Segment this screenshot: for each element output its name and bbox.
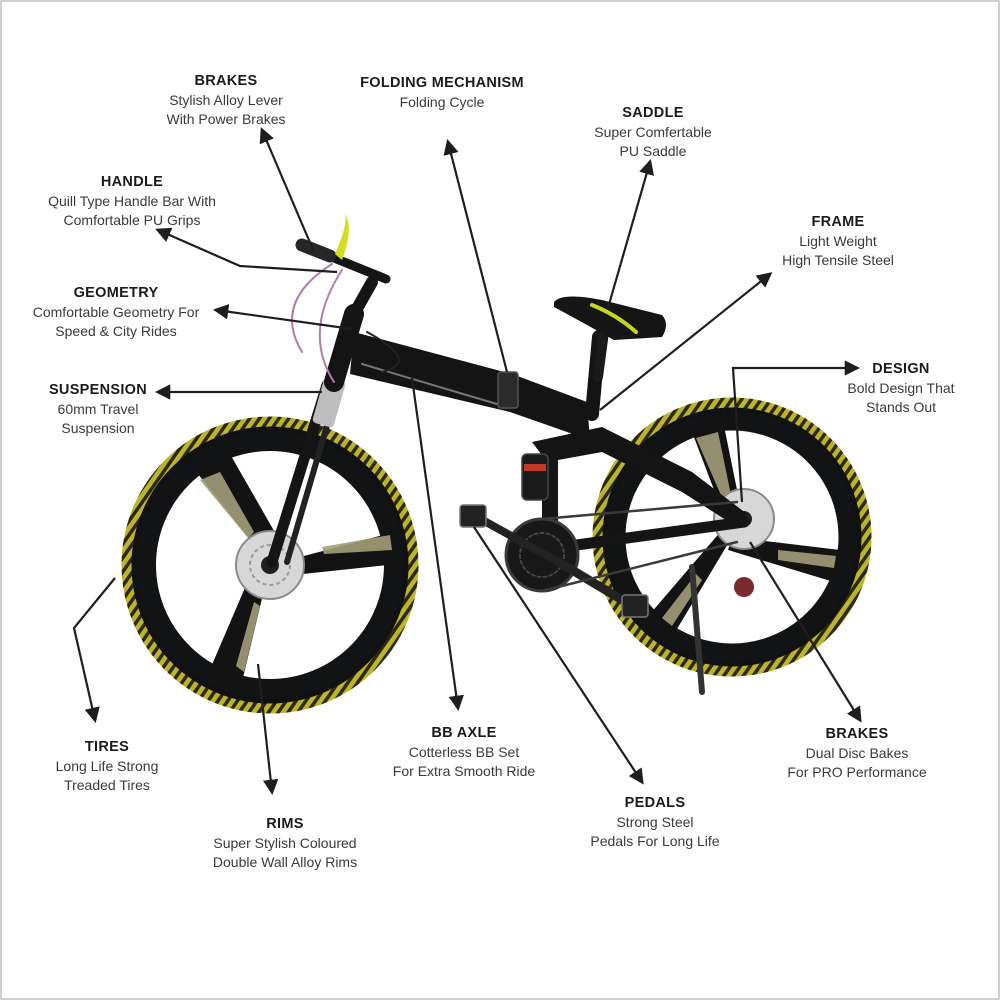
callout-title: TIRES bbox=[84, 739, 130, 755]
callout-line: Light Weight bbox=[799, 233, 877, 249]
callout-line: Comfortable PU Grips bbox=[63, 211, 201, 228]
callout-tires: TIRES Long Life Strong Treaded Tires bbox=[56, 738, 159, 794]
callout-brakes-rear: BRAKES Dual Disc Bakes For PRO Performan… bbox=[787, 725, 926, 781]
callout-line: Super Stylish Coloured bbox=[213, 835, 357, 851]
callout-title: DESIGN bbox=[872, 361, 930, 377]
callout-arrows bbox=[72, 127, 862, 796]
callout-line: Quill Type Handle Bar With bbox=[48, 193, 216, 209]
front-tire bbox=[121, 416, 419, 714]
callout-line: Stands Out bbox=[865, 398, 937, 415]
callout-title: FRAME bbox=[811, 214, 865, 230]
callout-title: BRAKES bbox=[825, 726, 889, 742]
kickstand bbox=[689, 564, 705, 695]
arrow-rims bbox=[256, 663, 279, 796]
arrow-folding bbox=[443, 139, 509, 373]
arrow-saddle bbox=[606, 159, 654, 309]
callout-pedals: PEDALS Strong Steel Pedals For Long Life bbox=[590, 794, 719, 850]
callout-line: Pedals For Long Life bbox=[590, 832, 720, 849]
callout-line: Suspension bbox=[61, 419, 135, 436]
folding-hinge bbox=[497, 371, 519, 409]
callout-line: With Power Brakes bbox=[166, 110, 286, 127]
rear-shock bbox=[521, 453, 549, 501]
bike-frame bbox=[266, 214, 754, 695]
callout-title: BRAKES bbox=[194, 73, 258, 89]
front-wheel bbox=[121, 416, 419, 714]
callout-brakes-front: BRAKES Stylish Alloy Lever With Power Br… bbox=[166, 72, 285, 128]
callout-line: Super Comfertable bbox=[594, 124, 712, 140]
arrow-brakes-rear bbox=[749, 541, 862, 723]
arrow-design bbox=[731, 360, 861, 503]
callout-line: For PRO Performance bbox=[787, 763, 927, 780]
callout-title: PEDALS bbox=[624, 795, 686, 811]
arrow-geometry bbox=[212, 304, 353, 331]
callout-geometry: GEOMETRY Comfortable Geometry For Speed … bbox=[33, 284, 200, 340]
callout-line: Cotterless BB Set bbox=[408, 744, 520, 760]
callout-line: Double Wall Alloy Rims bbox=[212, 853, 358, 870]
arrow-handle bbox=[155, 227, 338, 274]
callout-title: FOLDING MECHANISM bbox=[360, 75, 524, 91]
callout-line: Stylish Alloy Lever bbox=[169, 92, 283, 108]
callout-line: For Extra Smooth Ride bbox=[392, 762, 536, 779]
callout-rims: RIMS Super Stylish Coloured Double Wall … bbox=[213, 815, 357, 871]
callout-line: High Tensile Steel bbox=[782, 251, 894, 268]
arrow-pedals bbox=[473, 526, 644, 785]
callout-title: GEOMETRY bbox=[73, 285, 159, 301]
callout-line: Bold Design That bbox=[847, 380, 955, 396]
callout-title: RIMS bbox=[266, 816, 304, 832]
callout-line: Dual Disc Bakes bbox=[805, 745, 909, 761]
callout-design: DESIGN Bold Design That Stands Out bbox=[847, 360, 954, 416]
callout-title: BB AXLE bbox=[431, 725, 497, 741]
arrow-tires bbox=[72, 577, 116, 724]
callout-title: SUSPENSION bbox=[48, 382, 148, 398]
callout-line: Long Life Strong bbox=[55, 758, 159, 774]
brake-lever bbox=[335, 214, 349, 260]
callout-line: Comfortable Geometry For bbox=[32, 304, 200, 320]
right-pedal bbox=[621, 594, 649, 618]
arrow-frame bbox=[599, 272, 773, 411]
arrow-bb-axle bbox=[410, 377, 464, 712]
callout-folding-mechanism: FOLDING MECHANISM Folding Cycle bbox=[360, 74, 524, 112]
left-pedal bbox=[459, 504, 487, 528]
callout-title: HANDLE bbox=[100, 174, 164, 190]
arrow-brakes-front bbox=[259, 127, 316, 253]
callout-line: Treaded Tires bbox=[64, 776, 150, 793]
callout-frame: FRAME Light Weight High Tensile Steel bbox=[782, 213, 894, 269]
callout-bb-axle: BB AXLE Cotterless BB Set For Extra Smoo… bbox=[393, 724, 535, 780]
callout-saddle: SADDLE Super Comfertable PU Saddle bbox=[594, 104, 712, 160]
callout-handle: HANDLE Quill Type Handle Bar With Comfor… bbox=[48, 173, 216, 229]
callout-title: SADDLE bbox=[622, 105, 684, 121]
callout-line: 60mm Travel bbox=[57, 401, 139, 417]
callout-line: Folding Cycle bbox=[399, 94, 485, 110]
callout-line: Speed & City Rides bbox=[55, 322, 177, 339]
saddle bbox=[554, 296, 666, 340]
callout-line: PU Saddle bbox=[619, 142, 687, 159]
front-rim bbox=[136, 431, 404, 699]
callout-suspension: SUSPENSION 60mm Travel Suspension bbox=[49, 381, 147, 437]
callout-line: Strong Steel bbox=[616, 814, 694, 830]
main-tube bbox=[350, 332, 590, 440]
